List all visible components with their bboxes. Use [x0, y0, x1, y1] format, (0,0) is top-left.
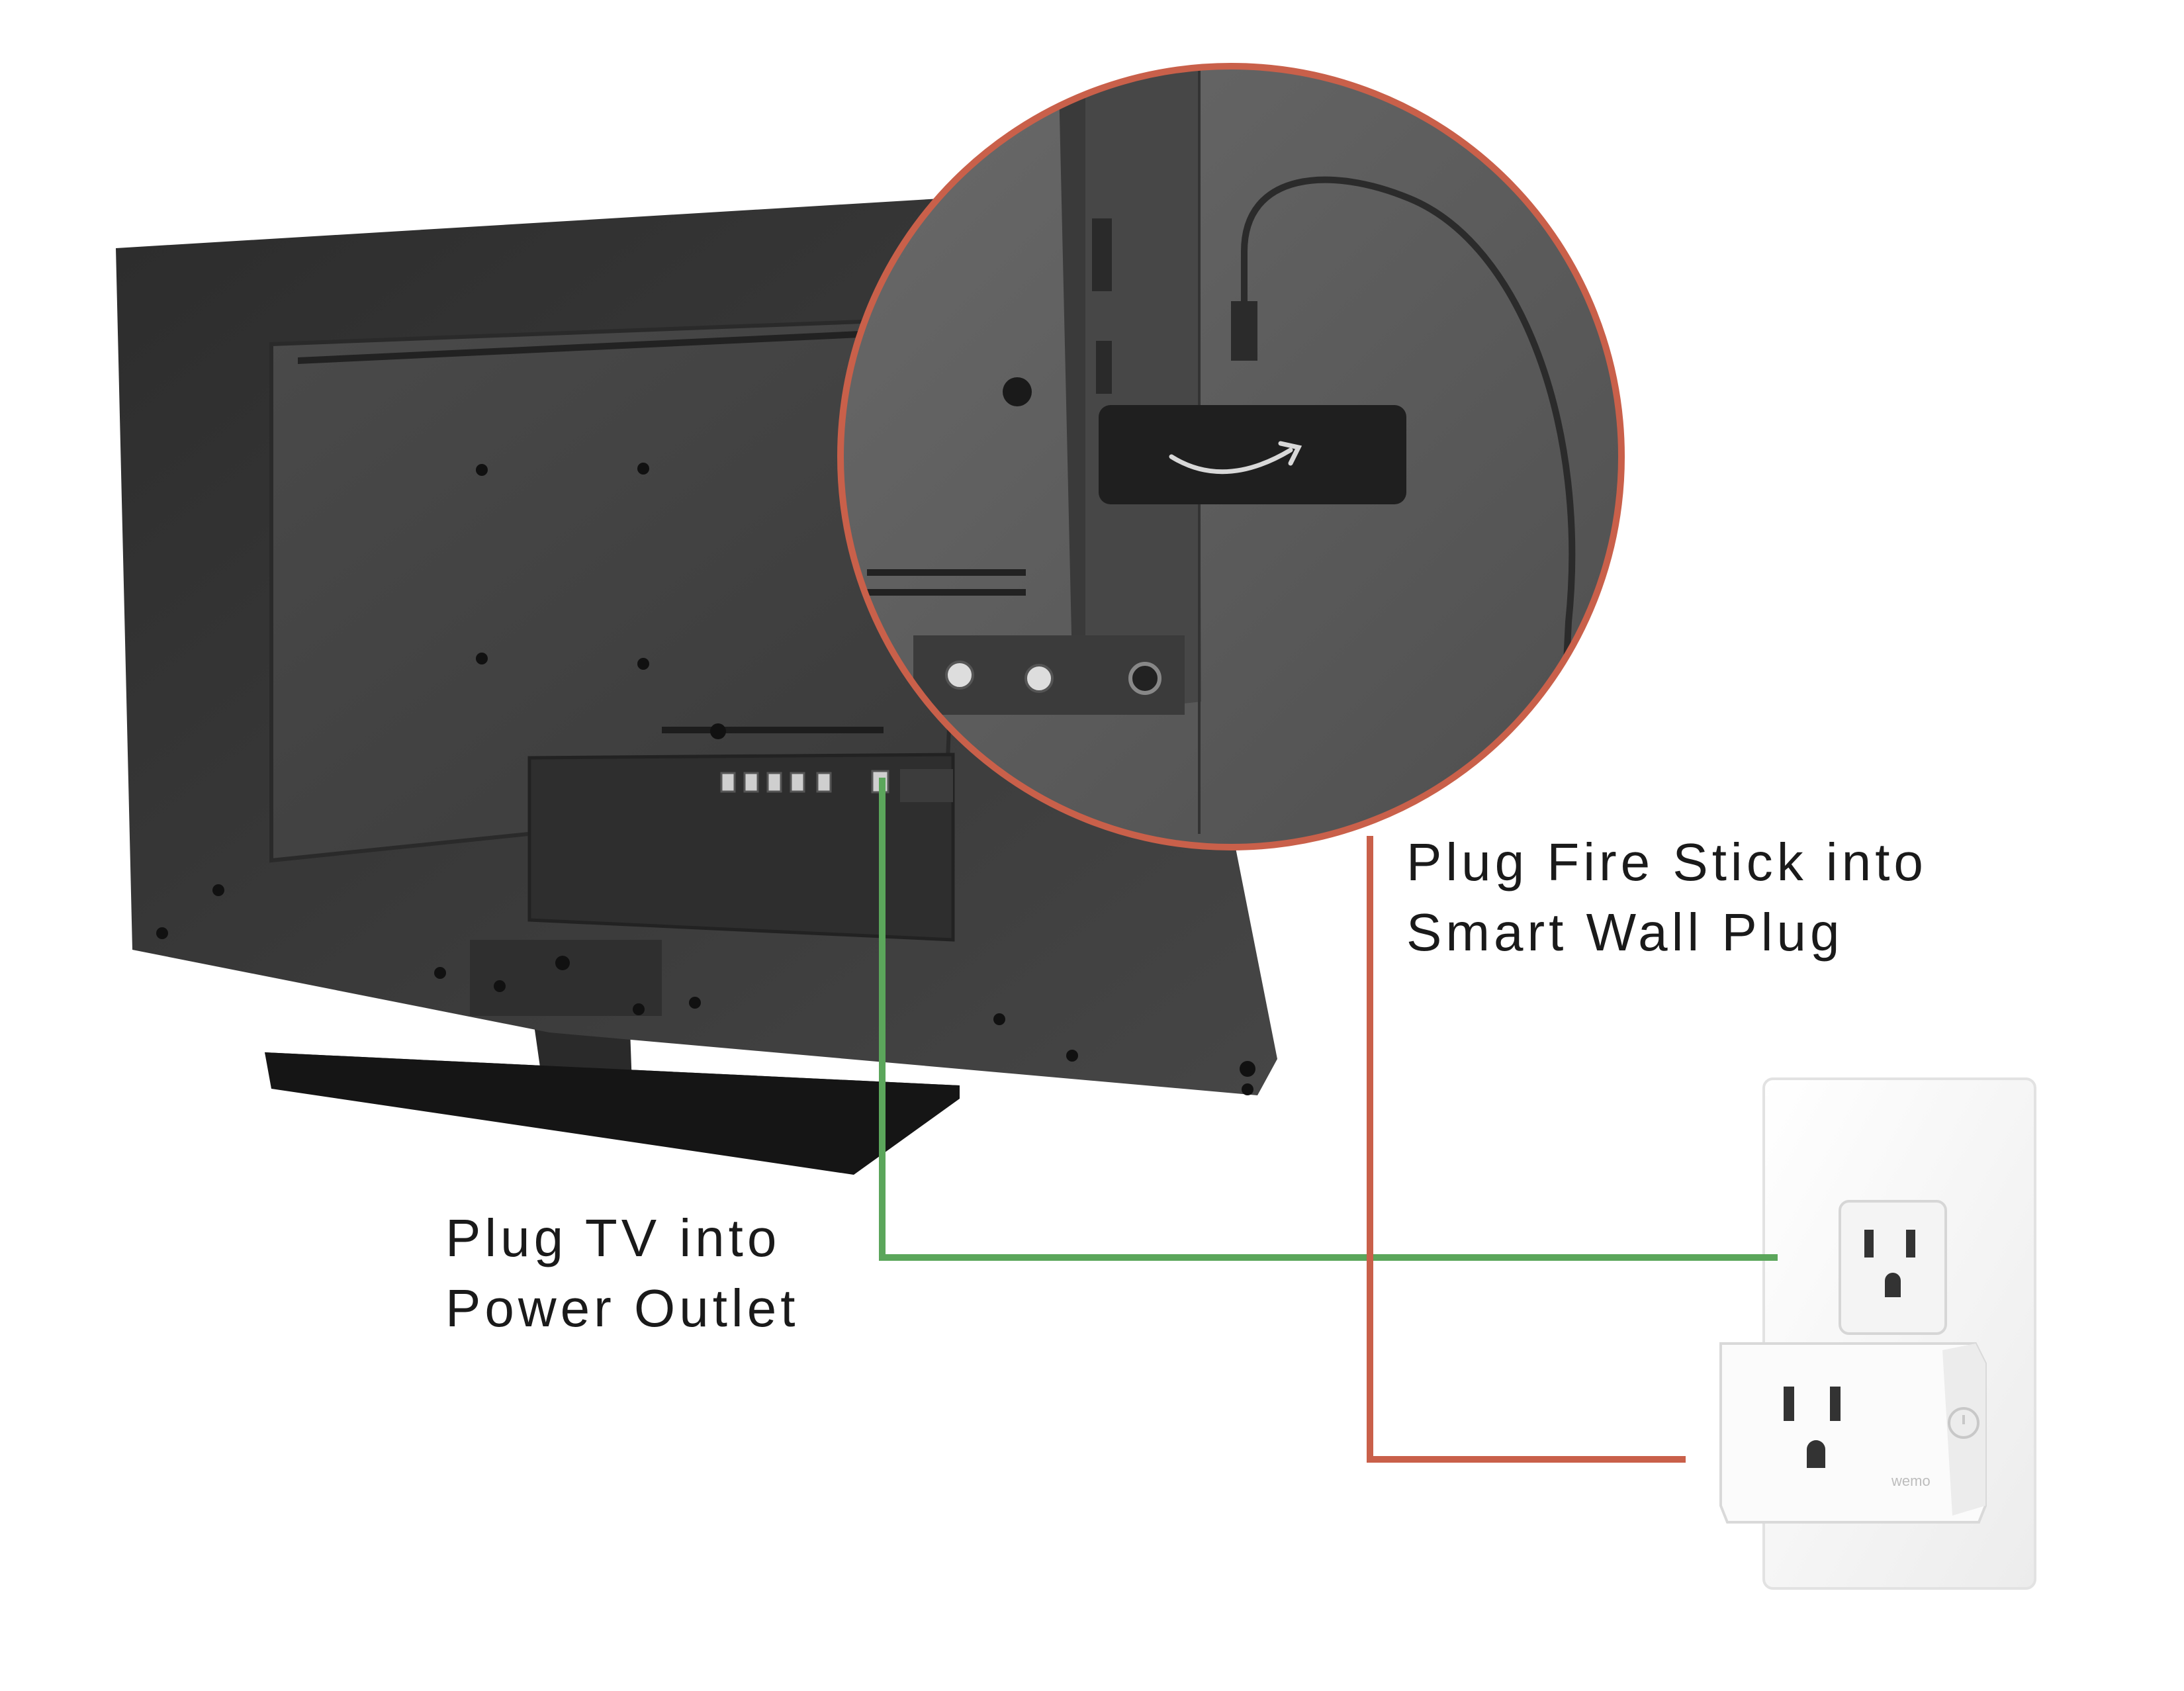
tv-power-connector — [879, 778, 1778, 1261]
tv-instruction-line2: Power Outlet — [445, 1279, 799, 1338]
tv-instruction-label: Plug TV into Power Outlet — [445, 1203, 799, 1344]
amazon-smile-logo — [1169, 447, 1293, 475]
firestick-instruction-label: Plug Fire Stick into Smart Wall Plug — [1406, 827, 1927, 968]
smart-plug-brand: wemo — [1891, 1473, 1931, 1489]
zoom-detail — [837, 63, 1625, 850]
firestick-instruction-line1: Plug Fire Stick into — [1406, 833, 1927, 891]
zoom-circle-outline — [837, 63, 1625, 850]
fire-stick — [1099, 405, 1406, 504]
tv-instruction-line1: Plug TV into — [445, 1209, 781, 1267]
power-icon — [1948, 1407, 1979, 1439]
firestick-instruction-line2: Smart Wall Plug — [1406, 903, 1844, 962]
zoom-port-column — [1085, 66, 1201, 715]
tv-port-bay — [527, 753, 955, 942]
usb-cable — [1241, 176, 1576, 689]
firestick-power-connector — [1367, 836, 1686, 1463]
smart-plug: wemo — [1719, 1342, 1987, 1524]
upper-receptacle — [1839, 1200, 1947, 1335]
